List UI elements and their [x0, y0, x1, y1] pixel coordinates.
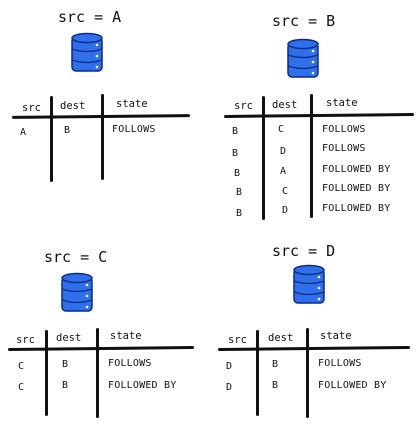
header-state: state: [110, 330, 142, 342]
table-column-divider: [101, 94, 104, 180]
table-column-divider: [262, 96, 265, 220]
table-header-line: [7, 346, 195, 351]
cell-dest: B: [272, 380, 279, 391]
cell-state: FOLLOWED BY: [322, 203, 391, 214]
cell-dest: A: [280, 166, 287, 177]
cell-src: B: [236, 187, 243, 198]
cell-state: FOLLOWED BY: [322, 183, 391, 194]
cell-state: FOLLOWED BY: [108, 380, 177, 391]
table-column-divider: [306, 328, 309, 418]
cell-src: C: [18, 361, 25, 372]
table-column-divider: [50, 96, 53, 182]
database-icon: [287, 38, 319, 78]
cell-state: FOLLOWS: [322, 124, 366, 135]
cell-src: B: [232, 148, 239, 159]
table-column-divider: [310, 94, 313, 218]
header-src: src: [22, 102, 41, 114]
cell-state: FOLLOWS: [108, 358, 152, 369]
cell-state: FOLLOWS: [318, 358, 362, 369]
cell-state: FOLLOWS: [322, 143, 366, 154]
cell-src: B: [236, 208, 243, 219]
header-src: src: [228, 334, 247, 346]
database-icon: [61, 272, 93, 312]
header-src: src: [16, 334, 35, 346]
cell-dest: C: [282, 186, 289, 197]
header-state: state: [116, 98, 148, 110]
cell-src: C: [18, 382, 25, 393]
cell-state: FOLLOWED BY: [322, 164, 391, 175]
cell-src: B: [234, 168, 241, 179]
cell-dest: B: [62, 359, 69, 370]
cell-state: FOLLOWED BY: [318, 380, 387, 391]
cell-src: D: [226, 382, 233, 393]
cell-src: D: [226, 361, 233, 372]
cell-dest: C: [278, 124, 285, 135]
header-state: state: [320, 330, 352, 342]
table-column-divider: [45, 330, 48, 416]
cell-dest: D: [282, 205, 289, 216]
table-column-divider: [256, 330, 259, 416]
panel-title: src = C: [44, 248, 108, 266]
panel-title: src = D: [272, 242, 336, 260]
header-state: state: [326, 97, 358, 109]
cell-src: A: [20, 127, 27, 138]
cell-dest: B: [64, 125, 71, 136]
cell-dest: B: [272, 359, 279, 370]
header-src: src: [234, 100, 253, 112]
table-column-divider: [96, 328, 99, 418]
header-dest: dest: [56, 332, 82, 344]
cell-dest: B: [62, 380, 69, 391]
panel-title: src = B: [272, 12, 336, 30]
header-dest: dest: [268, 332, 294, 344]
table-header-line: [223, 113, 415, 118]
header-dest: dest: [60, 100, 86, 112]
cell-src: B: [232, 126, 239, 137]
table-header-line: [217, 345, 411, 352]
cell-state: FOLLOWS: [112, 124, 156, 135]
cell-dest: D: [280, 146, 287, 157]
database-icon: [71, 32, 103, 72]
database-icon: [293, 264, 325, 304]
header-dest: dest: [272, 99, 298, 111]
panel-title: src = A: [58, 8, 122, 26]
